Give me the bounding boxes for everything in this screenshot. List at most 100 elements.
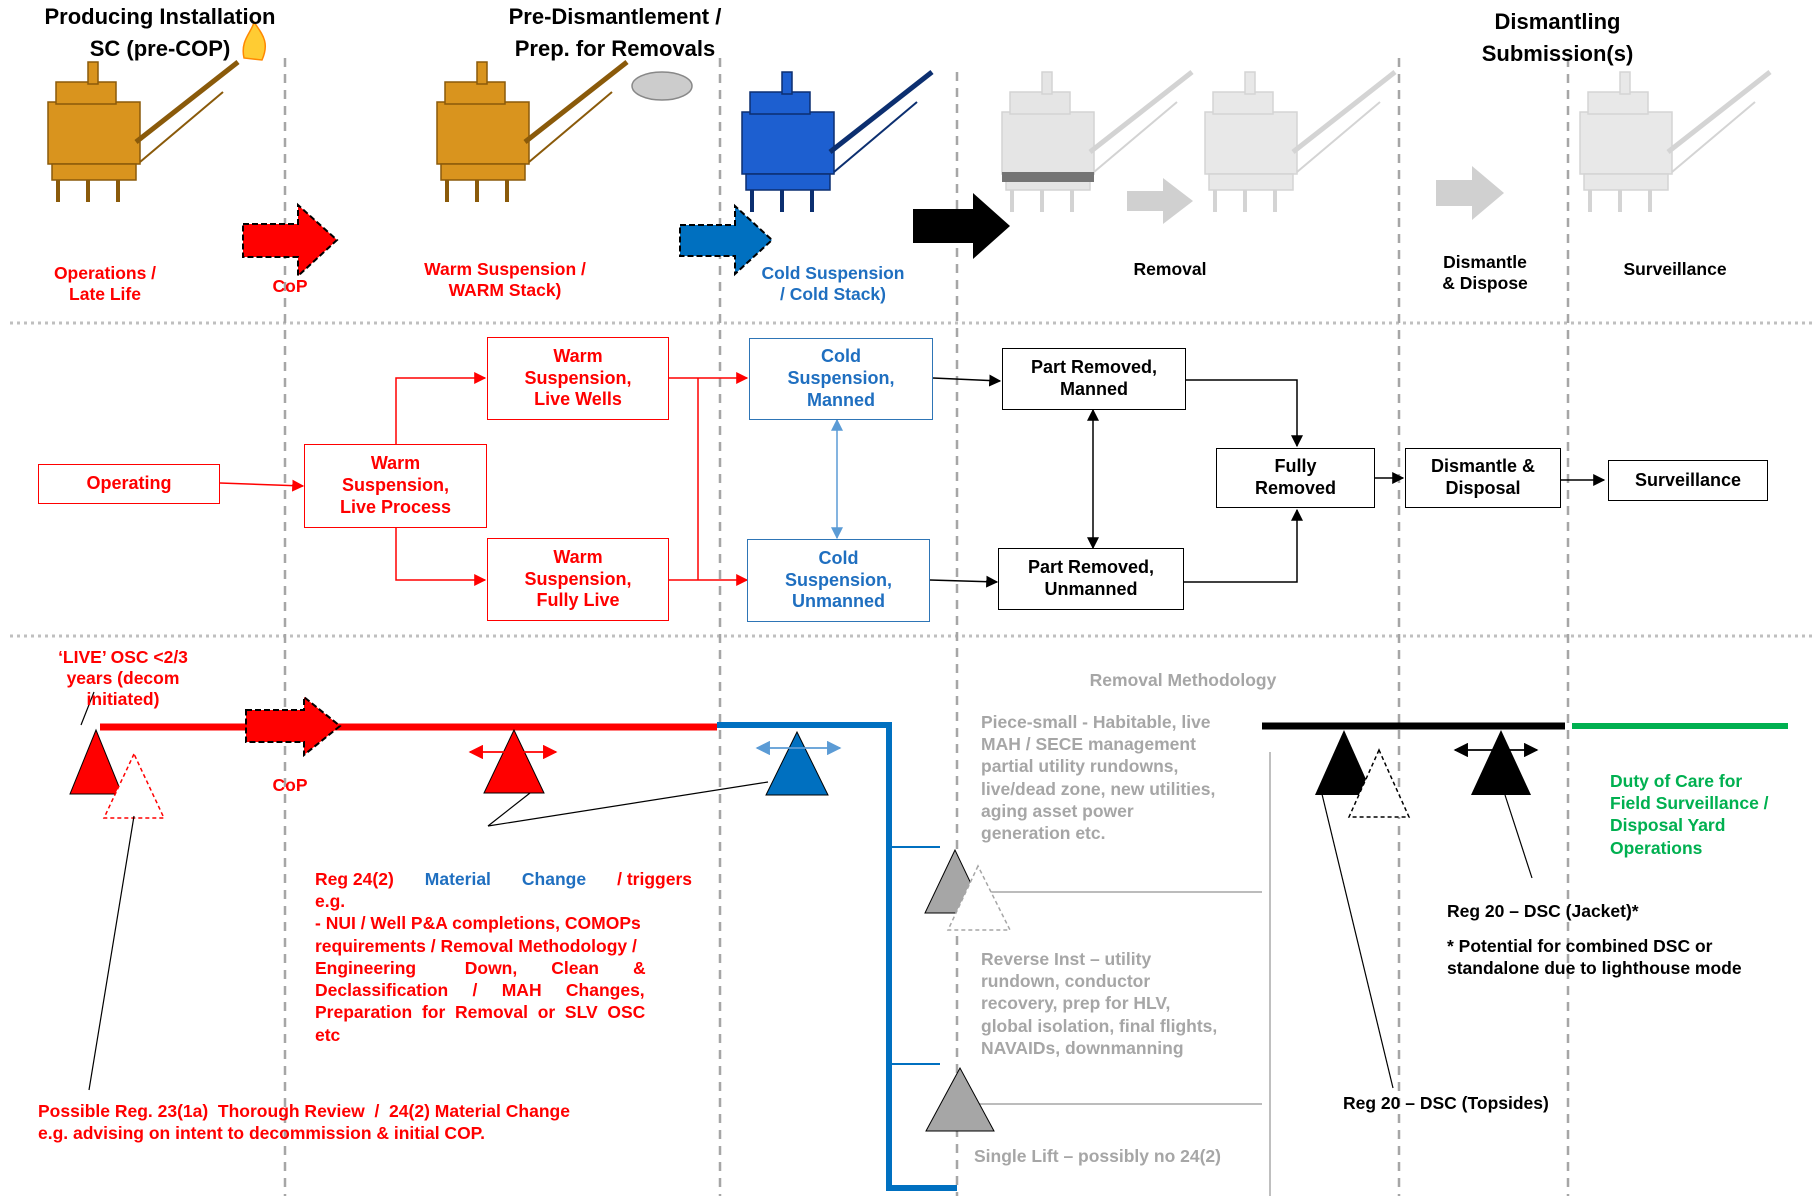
- note-reg24: Reg 24(2) Material Change / triggers e.g…: [315, 868, 692, 1046]
- note-duty-of-care: Duty of Care for Field Surveillance / Di…: [1610, 770, 1810, 859]
- box-fully-removed-line1: Fully: [1274, 456, 1317, 477]
- box-part-removed-manned-line2: Manned: [1059, 379, 1128, 399]
- stage-label-removal: Removal: [1133, 259, 1207, 279]
- stage-label-warm-line2: WARM Stack): [448, 280, 562, 300]
- stage-label-dismantle: Dismantle & Dispose: [1410, 252, 1560, 294]
- triangle-topsides: [1315, 730, 1373, 795]
- note-duty-of-care-line3: Disposal Yard: [1610, 815, 1726, 836]
- label-live-osc-line2: years (decom: [66, 668, 180, 688]
- box-part-removed-unmanned-line1: Part Removed,: [1027, 557, 1155, 578]
- box-cold-manned: Cold Suspension, Manned: [749, 338, 933, 420]
- label-live-osc: ‘LIVE’ OSC <2/3 years (decom initiated): [38, 647, 208, 710]
- stage-label-operations: Operations / Late Life: [20, 263, 190, 305]
- note-combined-dsc-line1: * Potential for combined DSC or: [1447, 936, 1713, 956]
- box-surveillance-label: Surveillance: [1634, 469, 1742, 490]
- box-dismantle-disposal-line1: Dismantle &: [1430, 456, 1536, 477]
- note-reg24-line6: Preparation for Removal or SLV OSC: [315, 1002, 646, 1023]
- stage-label-warm-line1: Warm Suspension /: [424, 259, 586, 279]
- note-reg24-line3: requirements / Removal Methodology /: [315, 935, 637, 956]
- stage-label-dismantle-line2: & Dispose: [1442, 273, 1528, 293]
- label-cop-timeline: CoP: [272, 775, 308, 795]
- note-reg20-jacket: Reg 20 – DSC (Jacket)*: [1447, 901, 1639, 921]
- note-reg24-line1: e.g.: [315, 891, 346, 912]
- box-warm-live-wells-line3: Live Wells: [534, 389, 622, 410]
- note-duty-of-care-line2: Field Surveillance /: [1610, 793, 1769, 814]
- box-warm-live-process-line1: Warm: [370, 453, 421, 474]
- triangle-live-osc: [69, 728, 123, 795]
- box-warm-fully-live: Warm Suspension, Fully Live: [487, 538, 669, 621]
- box-part-removed-manned-line1: Part Removed,: [1030, 357, 1158, 378]
- stage-label-surveillance: Surveillance: [1623, 259, 1727, 279]
- grey-arrow-2: [1436, 166, 1504, 220]
- header-producing-installation: Producing Installation SC (pre-COP): [0, 4, 320, 63]
- header-dismantling-submissions: Dismantling Submission(s): [1400, 9, 1715, 68]
- box-operating-label: Operating: [86, 473, 172, 494]
- box-cold-unmanned: Cold Suspension, Unmanned: [747, 539, 930, 622]
- box-surveillance: Surveillance: [1608, 460, 1768, 501]
- header-dismantling-line2: Submission(s): [1481, 41, 1634, 67]
- triangle-grey-2: [925, 1066, 995, 1132]
- timeline-blue: [717, 722, 957, 1191]
- note-reverse-inst-line1: Reverse Inst – utility: [981, 949, 1152, 969]
- box-cold-manned-line2: Suspension,: [787, 368, 895, 389]
- grey-arrow-1: [1127, 178, 1193, 224]
- cop-arrow-timeline: [245, 694, 342, 758]
- stage-label-cold-line1: Cold Suspension: [761, 263, 905, 283]
- phase-divider-lines: [283, 58, 1570, 1196]
- note-combined-dsc: * Potential for combined DSC or standalo…: [1447, 935, 1812, 979]
- note-reg24-prefix: Reg 24(2): [315, 869, 394, 889]
- platform-image-operating: [48, 20, 266, 202]
- header-pre-dismantlement-line2: Prep. for Removals: [514, 36, 716, 62]
- cop-arrow-top: [242, 202, 339, 279]
- box-fully-removed-line2: Removed: [1254, 478, 1337, 498]
- label-removal-methodology: Removal Methodology: [1089, 670, 1277, 690]
- note-piece-small-line2: MAH / SECE management: [981, 734, 1196, 755]
- box-part-removed-unmanned-line2: Unmanned: [1044, 579, 1138, 599]
- stage-label-operations-line2: Late Life: [69, 284, 141, 304]
- platform-image-warm: [437, 62, 693, 202]
- box-dismantle-disposal-line2: Disposal: [1445, 478, 1521, 498]
- note-duty-of-care-line1: Duty of Care for: [1610, 771, 1743, 791]
- header-pre-dismantlement-line1: Pre-Dismantlement /: [508, 4, 722, 29]
- note-reg23-line1: Possible Reg. 23(1a) Thorough Review / 2…: [38, 1101, 570, 1121]
- triangle-warm: [483, 728, 545, 794]
- note-reg24-suffix: / triggers: [617, 869, 692, 889]
- box-warm-live-wells-line1: Warm: [553, 345, 603, 366]
- box-warm-live-process-line3: Live Process: [339, 496, 452, 517]
- box-warm-live-wells: Warm Suspension, Live Wells: [487, 337, 669, 420]
- note-piece-small: Piece-small - Habitable, live MAH / SECE…: [981, 711, 1261, 844]
- box-cold-manned-line1: Cold: [820, 346, 861, 367]
- platform-image-cold: [742, 72, 932, 212]
- note-reg23: Possible Reg. 23(1a) Thorough Review / 2…: [38, 1100, 678, 1144]
- box-warm-live-process-line2: Suspension,: [341, 475, 449, 496]
- note-piece-small-line3: partial utility rundowns,: [981, 756, 1179, 777]
- platform-image-part-removed-1: [1002, 72, 1192, 212]
- note-reg24-material: Material: [424, 869, 491, 889]
- header-dismantling-line1: Dismantling: [1494, 9, 1621, 34]
- stage-label-dismantle-line1: Dismantle: [1443, 252, 1527, 272]
- note-reverse-inst-line2: rundown, conductor: [981, 971, 1151, 992]
- note-piece-small-line4: live/dead zone, new utilities,: [981, 778, 1216, 799]
- note-reg23-line2: e.g. advising on intent to decommission …: [38, 1123, 485, 1144]
- box-warm-live-process: Warm Suspension, Live Process: [304, 444, 487, 528]
- triangle-cold: [765, 730, 829, 796]
- stage-label-operations-line1: Operations /: [53, 263, 157, 283]
- box-cold-unmanned-line2: Suspension,: [784, 569, 892, 590]
- stage-label-cold-line2: / Cold Stack): [780, 284, 886, 304]
- platform-image-disposed: [1580, 72, 1770, 212]
- note-reg24-line5: Declassification / MAH Changes,: [315, 980, 645, 1001]
- box-warm-fully-live-line2: Suspension,: [524, 568, 632, 589]
- box-cold-manned-line3: Manned: [806, 389, 875, 410]
- note-piece-small-line6: generation etc.: [981, 823, 1106, 844]
- note-reg20-topsides: Reg 20 – DSC (Topsides): [1343, 1093, 1549, 1113]
- triangle-jacket: [1471, 730, 1531, 795]
- removal-arrow-top: [913, 193, 1010, 259]
- triangle-topsides-outline: [1347, 748, 1411, 818]
- note-reg24-change: Change: [521, 869, 587, 889]
- box-operating: Operating: [38, 464, 220, 504]
- triangle-grey-1-outline: [946, 864, 1012, 931]
- note-reg24-line4: Engineering Down, Clean &: [315, 957, 646, 978]
- note-duty-of-care-line4: Operations: [1610, 837, 1703, 858]
- note-piece-small-line5: aging asset power: [981, 800, 1134, 821]
